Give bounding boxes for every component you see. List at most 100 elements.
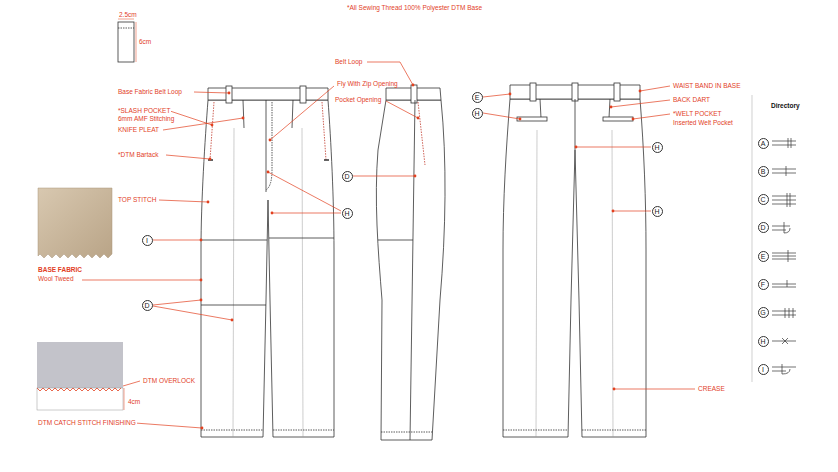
callout-circle: H	[652, 206, 663, 217]
leader-lines	[576, 147, 651, 148]
leader-lines	[633, 114, 670, 119]
side-view	[381, 432, 432, 433]
leader-lines	[123, 381, 140, 386]
leader-dots	[612, 210, 615, 213]
callout-letter: D	[344, 173, 349, 180]
leader-lines	[483, 94, 510, 97]
directory-circle: C	[758, 194, 769, 205]
leader-dots	[200, 299, 203, 302]
leader-lines	[170, 111, 212, 125]
leader-lines	[82, 280, 201, 281]
leader-dots	[271, 212, 274, 215]
back-view	[530, 83, 536, 101]
directory-circle: A	[758, 138, 769, 149]
front-view	[243, 100, 293, 128]
callout-label: Base Fabric Belt Loop	[117, 88, 183, 95]
leader-lines	[640, 86, 670, 91]
callout-letter: H	[344, 210, 349, 217]
back-view	[517, 117, 547, 121]
callout-letter: E	[761, 253, 766, 260]
front-view	[266, 100, 267, 192]
callout-letter: C	[760, 196, 765, 203]
leader-lines	[153, 300, 232, 320]
front-view	[201, 86, 334, 437]
back-view	[603, 117, 633, 121]
directory-panel	[752, 95, 796, 382]
back-view	[575, 99, 576, 150]
belt-loop-detail	[118, 28, 134, 29]
side-view	[376, 85, 445, 440]
directory-circle: F	[758, 279, 769, 290]
belt-loop-detail	[118, 19, 134, 20]
leader-dots	[209, 158, 212, 161]
leader-dots	[417, 117, 420, 120]
leader-lines	[613, 211, 651, 212]
callout-letter: I	[762, 366, 764, 373]
leader-lines	[614, 389, 695, 390]
directory-panel	[752, 95, 753, 382]
callout-label: Pocket Opening	[334, 96, 382, 103]
leader-dots	[200, 279, 203, 282]
leader-dots	[201, 427, 204, 430]
leader-dots	[639, 90, 642, 93]
back-view	[503, 430, 646, 431]
front-view	[226, 86, 232, 103]
back-view	[540, 99, 610, 118]
callout-label: WAIST BAND IN BASE	[672, 82, 742, 89]
callout-label: *WELT POCKET	[672, 110, 723, 117]
callout-note: Inserted Welt Pocket	[672, 119, 734, 126]
callout-label: *SLASH POCKET	[117, 107, 171, 114]
callout-letter: B	[761, 168, 766, 175]
directory-panel	[772, 222, 790, 233]
front-view	[233, 128, 303, 437]
callout-letter: D	[144, 302, 149, 309]
directory-panel	[772, 138, 796, 148]
fabric-name: BASE FABRIC	[37, 266, 83, 273]
leader-dots	[575, 146, 578, 149]
dimension: 4cm	[127, 398, 141, 405]
directory-circle: B	[758, 166, 769, 177]
leader-dots	[242, 117, 245, 120]
leader-dots	[207, 201, 210, 204]
side-view	[411, 85, 417, 103]
back-view	[503, 83, 646, 437]
directory-panel	[772, 338, 796, 344]
callout-circle: H	[652, 142, 663, 153]
belt-loop-detail	[118, 19, 136, 62]
directory-panel	[772, 280, 796, 287]
hem-detail	[37, 342, 124, 410]
callout-label: DTM CATCH STITCH FINISHING	[37, 419, 137, 426]
leader-dots	[269, 139, 272, 142]
callout-letter: G	[760, 309, 765, 316]
leader-dots	[231, 319, 234, 322]
side-view	[378, 240, 413, 241]
callout-letter: A	[761, 140, 766, 147]
callout-label: CREASE	[697, 385, 726, 392]
callout-letter: F	[761, 281, 765, 288]
leader-lines	[166, 155, 210, 159]
dimension: 6cm	[138, 38, 152, 45]
directory-circle: I	[758, 364, 769, 375]
directory-panel	[772, 193, 796, 207]
front-view	[208, 159, 329, 160]
back-view	[536, 130, 613, 437]
side-view	[410, 100, 415, 440]
callout-label: KNIFE PLEAT	[117, 126, 160, 133]
leader-dots	[509, 93, 512, 96]
leader-dots	[519, 118, 522, 121]
leader-dots	[610, 106, 613, 109]
leader-lines	[611, 100, 670, 107]
leader-lines	[270, 86, 334, 140]
directory-heading: Directory	[770, 102, 801, 109]
callout-circle: H	[472, 108, 483, 119]
callout-circle: D	[142, 300, 153, 311]
front-view	[201, 430, 334, 431]
leader-dots	[228, 92, 231, 95]
callout-letter: I	[146, 237, 148, 244]
callout-circle: I	[142, 235, 153, 246]
leader-lines	[483, 113, 520, 119]
leader-dots	[211, 124, 214, 127]
callout-letter: H	[474, 110, 479, 117]
